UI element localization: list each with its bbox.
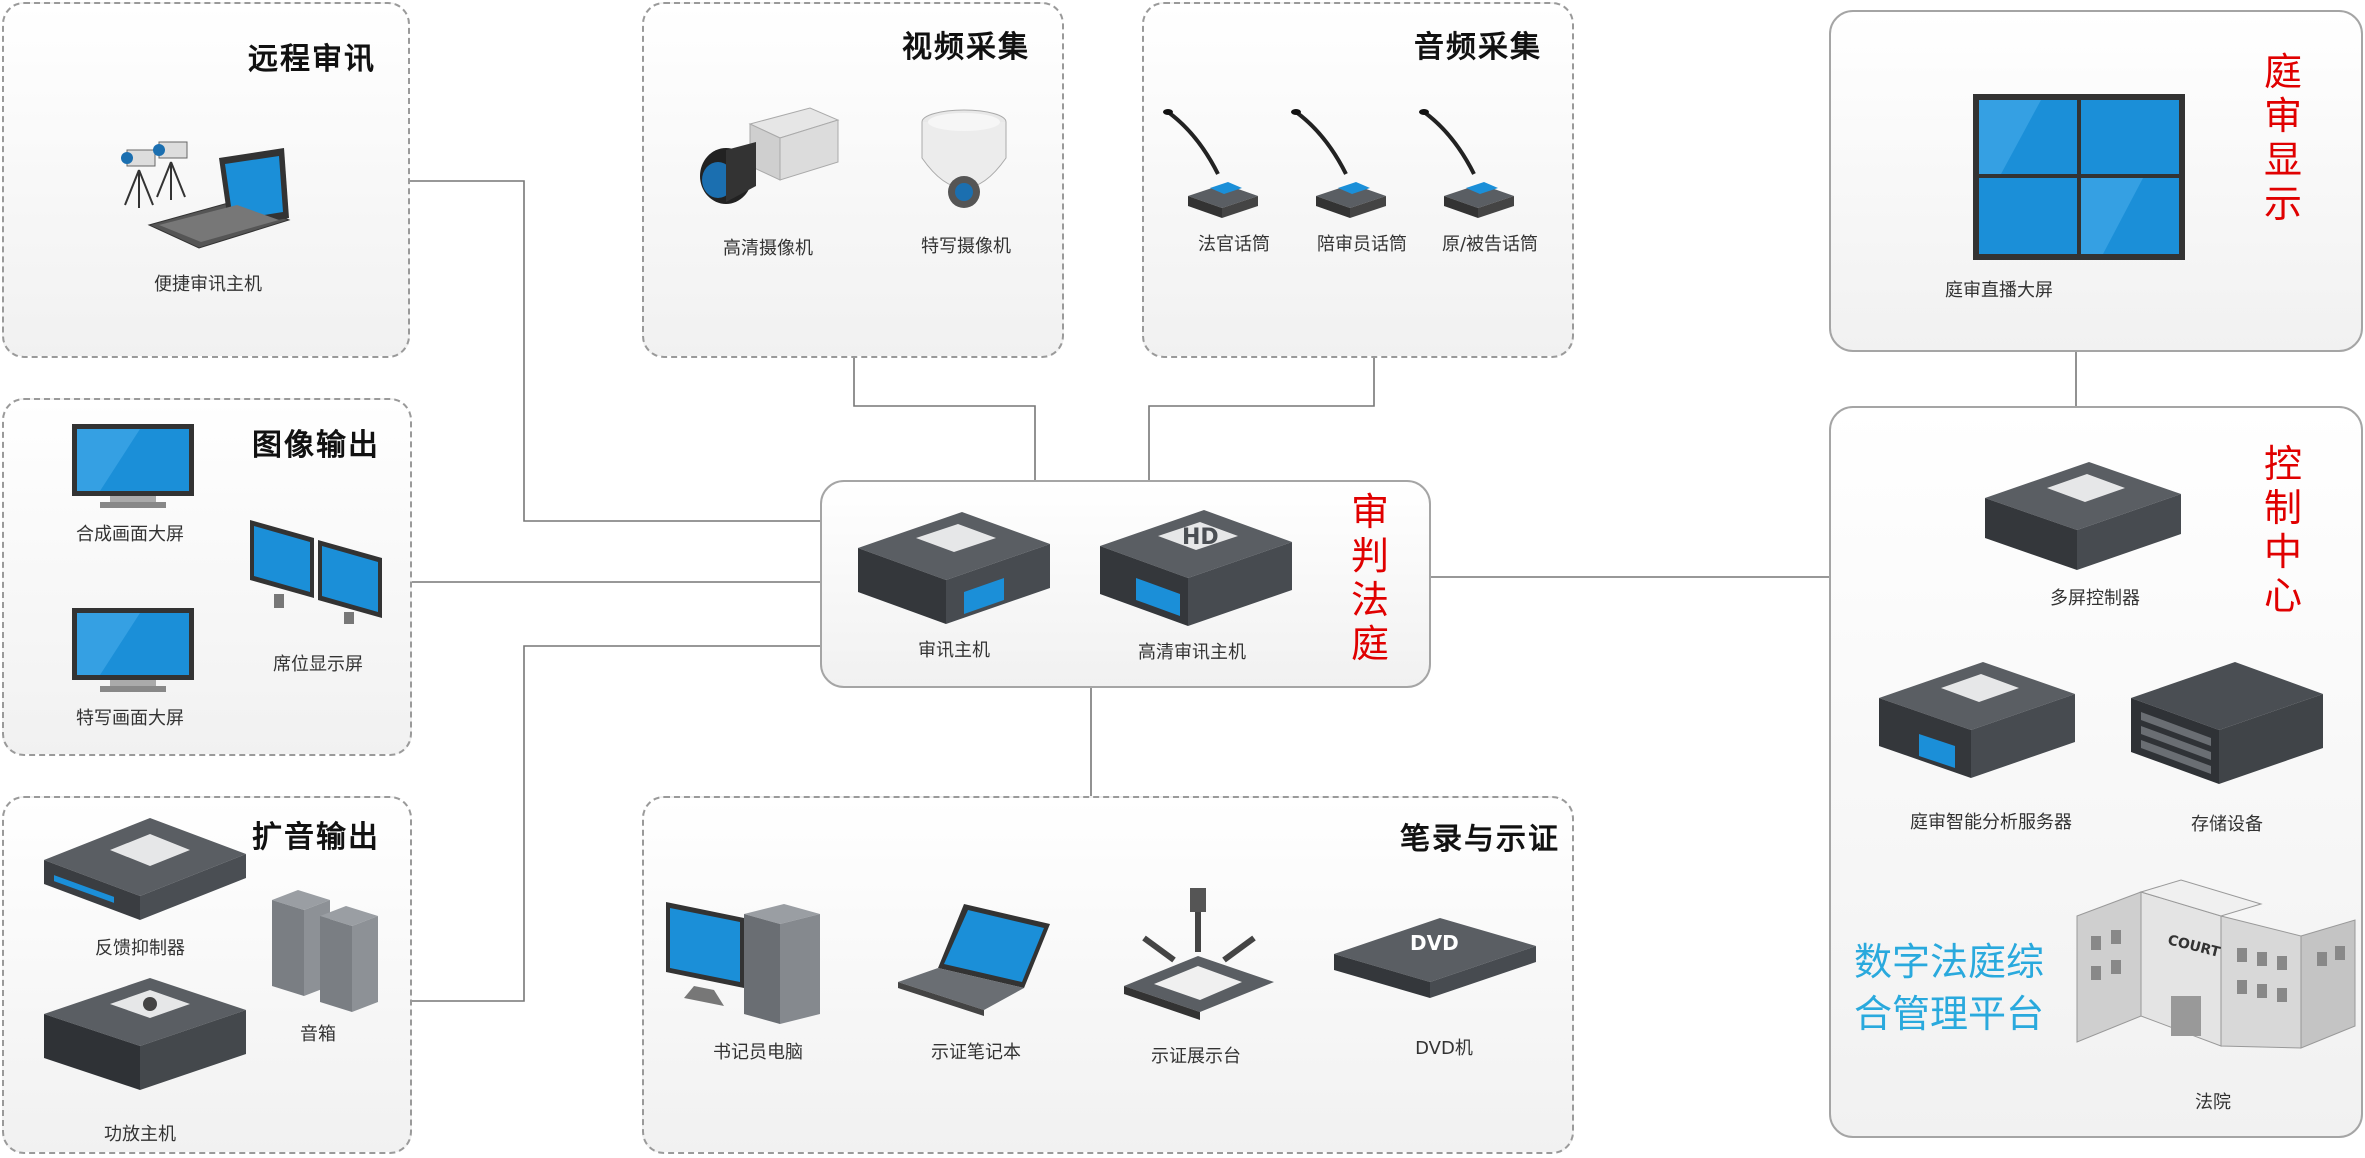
device-label: 反馈抑制器 [95, 938, 185, 959]
storage-device-icon [2131, 662, 2323, 784]
evidence-laptop-icon [898, 904, 1050, 1016]
speaker-icon [272, 890, 378, 1012]
device-label: 书记员电脑 [713, 1042, 803, 1063]
amplifier-host-icon [44, 978, 246, 1090]
interrogation-host-icon [858, 512, 1050, 624]
live-video-wall-icon [1973, 94, 2185, 260]
device-label: 法官话筒 [1198, 234, 1270, 255]
juror-mic-icon [1291, 109, 1386, 218]
device-label: 功放主机 [104, 1124, 176, 1145]
group-title: 控制中心 [2263, 442, 2302, 618]
device-label: 审讯主机 [918, 640, 990, 661]
group-title: 扩音输出 [252, 820, 380, 855]
group-title: 视频采集 [902, 30, 1030, 65]
multi-screen-controller-icon [1985, 462, 2181, 570]
device-label: 特写画面大屏 [76, 708, 184, 729]
clerk-computer-icon [666, 902, 820, 1024]
group-image-output: 图像输出 合成画面大屏 特写画面大屏 席位显示屏 [2, 398, 412, 756]
device-label: 高清审讯主机 [1138, 642, 1246, 663]
group-title: 远程审讯 [248, 42, 376, 77]
hd-camera-icon [700, 107, 840, 204]
group-audio-output: 扩音输出 反馈抑制器 功放主机 音箱 [2, 796, 412, 1154]
device-label: 合成画面大屏 [76, 524, 184, 545]
device-label: 法院 [2195, 1092, 2231, 1113]
platform-title: 数字法庭综合管理平台 [1853, 940, 2044, 1036]
evidence-presenter-icon [1124, 888, 1274, 1020]
device-label: 庭审直播大屏 [1945, 280, 2053, 301]
device-label: 示证展示台 [1151, 1046, 1241, 1067]
device-label: 特写摄像机 [921, 236, 1011, 257]
device-label: 示证笔记本 [931, 1042, 1021, 1063]
analysis-server-icon [1879, 662, 2075, 778]
group-trial-court: 审讯主机 HD 高清审讯主机 审判法庭 [820, 480, 1431, 688]
device-label: 便捷审讯主机 [154, 274, 262, 295]
plaintiff-defendant-mic-icon [1419, 109, 1514, 218]
device-label: 音箱 [300, 1024, 336, 1045]
device-label: 多屏控制器 [2050, 588, 2140, 609]
dvd-logo-text: DVD [1410, 931, 1459, 955]
group-video-capture: 视频采集 高清摄像机 特写摄像机 [642, 2, 1064, 358]
portable-interrogation-host-icon [121, 141, 291, 249]
group-remote-interrogation: 远程审讯 便捷审讯主机 [2, 2, 410, 358]
device-label: DVD机 [1415, 1038, 1473, 1059]
group-control-center: 多屏控制器 庭审智能分析服务器 存储设备 数字法庭综合管理平台 COURT 法院… [1829, 406, 2363, 1138]
group-trial-display: 庭审直播大屏 庭审显示 [1829, 10, 2363, 352]
hd-interrogation-host-icon: HD [1100, 510, 1292, 626]
closeup-screen-icon [72, 608, 194, 692]
dvd-player-icon: DVD [1334, 918, 1536, 998]
court-building-icon: COURT [2076, 879, 2356, 1049]
group-title: 音频采集 [1414, 30, 1542, 65]
group-title: 笔录与示证 [1400, 822, 1560, 857]
seat-monitor-icon [250, 520, 382, 624]
group-title: 图像输出 [252, 428, 380, 463]
judge-mic-icon [1163, 109, 1258, 218]
device-label: 席位显示屏 [273, 654, 363, 675]
composite-screen-icon [72, 424, 194, 508]
device-label: 存储设备 [2191, 814, 2263, 835]
device-label: 庭审智能分析服务器 [1910, 812, 2072, 833]
group-record-evidence: 笔录与示证 书记员电脑 示证笔记本 示证展示台 DVD DVD机 [642, 796, 1574, 1154]
feedback-suppressor-icon [44, 818, 246, 920]
device-label: 陪审员话筒 [1317, 234, 1407, 255]
group-audio-capture: 音频采集 法官话筒 陪审员话筒 原/被告话筒 [1142, 2, 1574, 358]
group-title: 庭审显示 [2263, 50, 2302, 226]
device-label: 原/被告话筒 [1441, 234, 1539, 255]
group-title: 审判法庭 [1350, 490, 1389, 666]
closeup-camera-icon [921, 109, 1007, 208]
hd-logo-text: HD [1182, 525, 1219, 550]
device-label: 高清摄像机 [723, 238, 813, 259]
